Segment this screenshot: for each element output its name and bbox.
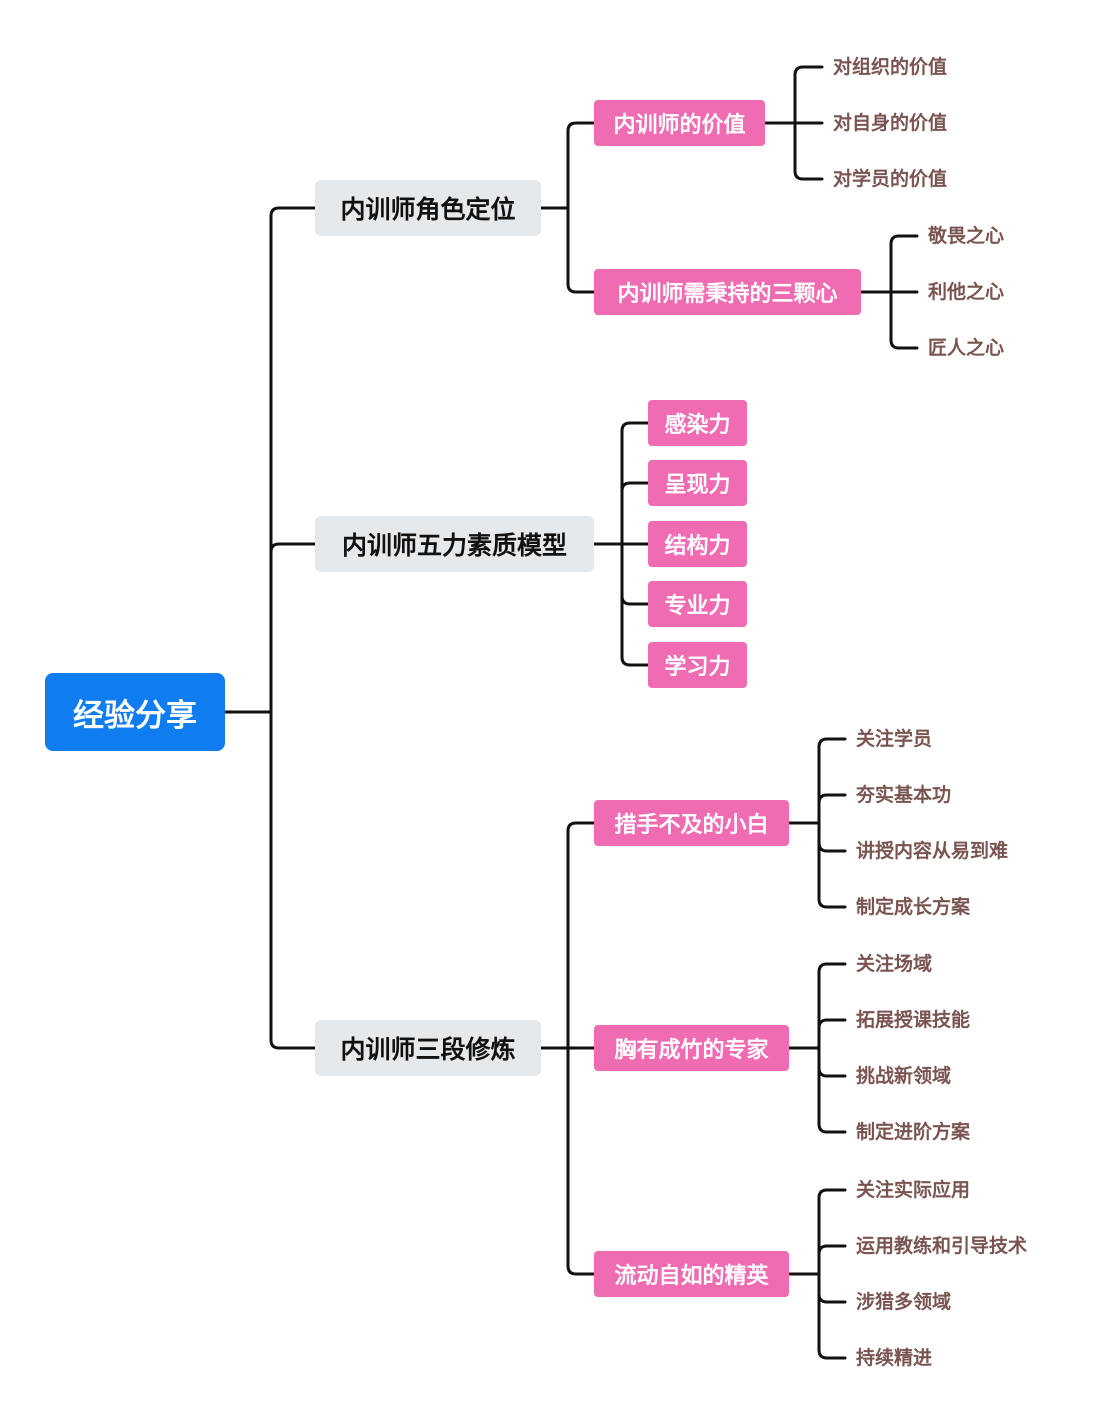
leaf-novice-4[interactable]: 制定成长方案: [856, 896, 971, 918]
subtopic-stage-elite[interactable]: 流动自如的精英: [594, 1251, 789, 1297]
leaf-value-learners[interactable]: 对学员的价值: [833, 168, 948, 190]
leaf-heart-altruism[interactable]: 利他之心: [928, 281, 1005, 303]
subtopic-stage-novice[interactable]: 措手不及的小白: [594, 800, 789, 846]
leaf-heart-craftsman[interactable]: 匠人之心: [928, 337, 1005, 359]
topic-three-stages[interactable]: 内训师三段修炼: [315, 1020, 541, 1076]
leaf-expert-3[interactable]: 挑战新领域: [856, 1065, 952, 1087]
leaf-novice-1[interactable]: 关注学员: [856, 728, 933, 750]
subtopic-force-influence[interactable]: 感染力: [648, 400, 747, 446]
connector-value-leaves: [763, 65, 824, 181]
leaf-elite-4[interactable]: 持续精进: [856, 1347, 933, 1369]
leaf-novice-3[interactable]: 讲授内容从易到难: [856, 840, 1009, 862]
connector-root-model: [269, 542, 317, 714]
root-node[interactable]: 经验分享: [45, 673, 225, 751]
subtopic-force-expertise[interactable]: 专业力: [648, 581, 747, 627]
leaf-novice-2[interactable]: 夯实基本功: [856, 784, 952, 806]
leaf-value-organization[interactable]: 对组织的价值: [833, 56, 948, 78]
leaf-elite-3[interactable]: 涉猎多领域: [856, 1291, 952, 1313]
connector-root-role: [223, 206, 317, 714]
connector-role-hearts: [566, 206, 596, 294]
connector-stages-levels: [539, 821, 596, 1276]
subtopic-force-learning[interactable]: 学习力: [648, 642, 747, 688]
topic-five-forces-model[interactable]: 内训师五力素质模型: [315, 516, 594, 572]
subtopic-three-hearts[interactable]: 内训师需秉持的三颗心: [594, 269, 861, 315]
connector-root-stages: [269, 710, 317, 1050]
leaf-expert-1[interactable]: 关注场域: [856, 953, 933, 975]
subtopic-stage-expert[interactable]: 胸有成竹的专家: [594, 1025, 789, 1071]
connector-role-value: [539, 121, 596, 210]
leaf-expert-2[interactable]: 拓展授课技能: [856, 1009, 971, 1031]
leaf-elite-2[interactable]: 运用教练和引导技术: [856, 1235, 1028, 1257]
subtopic-force-presentation[interactable]: 呈现力: [648, 460, 747, 506]
connector-elite-leaves: [787, 1188, 847, 1360]
connector-hearts-leaves: [859, 234, 919, 350]
leaf-value-self[interactable]: 对自身的价值: [833, 112, 948, 134]
connector-novice-leaves: [787, 737, 847, 909]
topic-role-positioning[interactable]: 内训师角色定位: [315, 180, 541, 236]
subtopic-trainer-value[interactable]: 内训师的价值: [594, 100, 765, 146]
leaf-elite-1[interactable]: 关注实际应用: [856, 1179, 971, 1201]
subtopic-force-structure[interactable]: 结构力: [648, 521, 747, 567]
connector-expert-leaves: [787, 962, 847, 1134]
leaf-heart-reverence[interactable]: 敬畏之心: [928, 225, 1005, 247]
leaf-expert-4[interactable]: 制定进阶方案: [856, 1121, 971, 1143]
connector-model-forces: [592, 421, 650, 667]
